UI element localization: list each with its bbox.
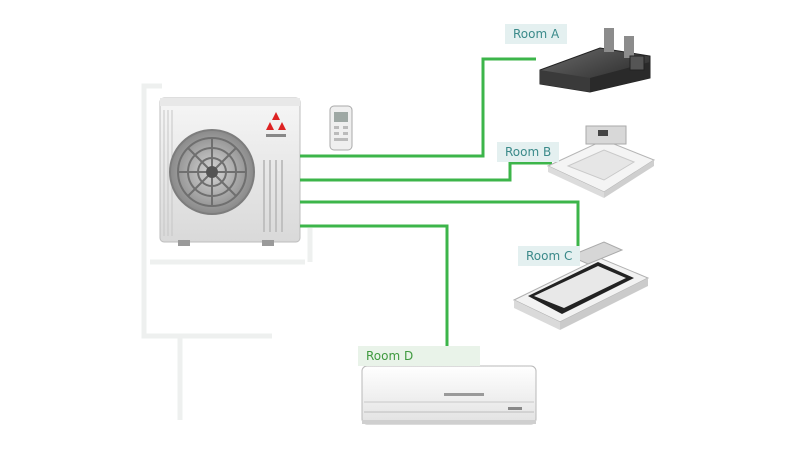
room-c-label: Room C — [518, 246, 581, 266]
room-b-label: Room B — [497, 142, 560, 162]
room-a-label: Room A — [505, 24, 568, 44]
line-room-d — [300, 224, 449, 371]
connection-lines — [300, 57, 580, 371]
ceiling-cassette-icon — [546, 125, 656, 198]
line-room-a — [300, 57, 536, 158]
line-room-c — [300, 200, 580, 262]
ducted-unit-icon — [539, 28, 651, 93]
room-d-label: Room D — [358, 346, 480, 366]
remote-controller-icon — [329, 105, 353, 151]
line-room-b — [300, 161, 552, 182]
background-frames — [141, 83, 313, 420]
outdoor-unit-icon — [159, 97, 301, 246]
wall-unit-icon — [361, 365, 537, 425]
one-way-cassette-icon — [512, 241, 650, 330]
